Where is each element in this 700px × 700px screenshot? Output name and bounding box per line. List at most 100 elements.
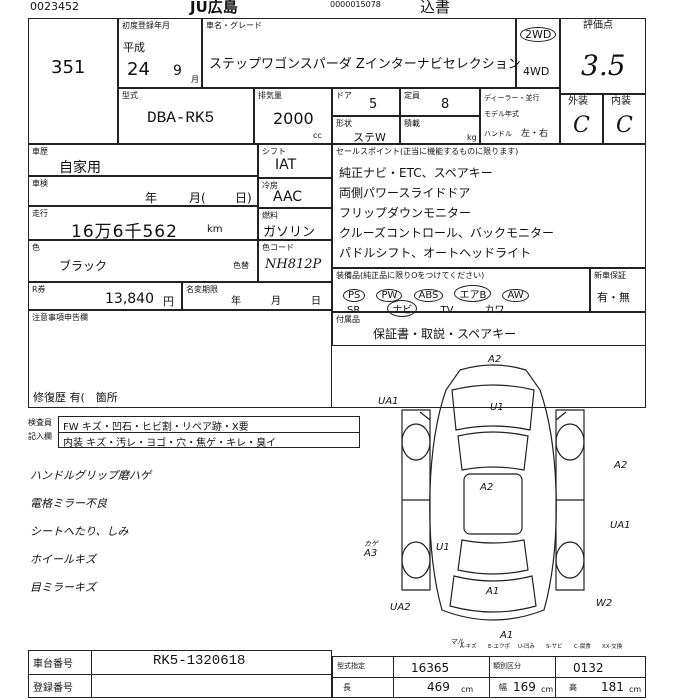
inspector-interior-row: 内装 キズ・汚レ・ヨゴ・穴・焦ゲ・キレ・臭イ bbox=[63, 438, 277, 449]
width-value: 169 bbox=[513, 680, 536, 694]
mileage-box: 走行 16万6千562 km bbox=[28, 206, 258, 242]
length-value: 469 bbox=[427, 680, 450, 694]
equip-ps: PS bbox=[343, 289, 366, 302]
inspector-box: 検査員 記入欄 FW キズ・凹石・ヒビ割・リペア跡・X要 内装 キズ・汚レ・ヨゴ… bbox=[28, 416, 360, 450]
damage-mark: U1 bbox=[490, 402, 504, 413]
equip-airbag: エアB bbox=[454, 285, 492, 302]
chassis-number: RK5-1320618 bbox=[153, 653, 246, 669]
damage-mark: U1 bbox=[436, 542, 450, 553]
notes-box: 注意事項申告欄 修復歴 有( 箇所 bbox=[28, 310, 332, 408]
exterior-grade: C bbox=[573, 113, 590, 138]
grade-score: 3.5 bbox=[581, 49, 626, 82]
equip-abs: ABS bbox=[413, 289, 444, 302]
damage-mark: A3 bbox=[363, 548, 377, 559]
vehicle-name-box: 車名・グレード ステップワゴンスパーダ Zインターナビセレクション bbox=[202, 18, 521, 88]
ac-value: AAC bbox=[273, 189, 303, 205]
sales-point-item: 純正ナビ・ETC、スペアキー bbox=[339, 166, 493, 180]
color-code: NH812P bbox=[265, 257, 322, 272]
ac-box: 冷房 AAC bbox=[258, 178, 332, 208]
drive-4wd: 4WD bbox=[523, 65, 550, 78]
seats: 8 bbox=[441, 97, 450, 112]
body-type: ステW bbox=[353, 131, 386, 144]
damage-mark: マル bbox=[450, 638, 465, 646]
handwritten-note: 電格ミラー不良 bbox=[30, 497, 107, 510]
sales-point-item: パドルシフト、オートヘッドライト bbox=[339, 246, 532, 260]
sales-points-box: セールスポイント(正当に機能するものに限ります) 純正ナビ・ETC、スペアキー … bbox=[332, 144, 646, 268]
legend-item: C-腐食 bbox=[574, 642, 591, 650]
grade-box: 評価点 3.5 bbox=[560, 18, 646, 94]
transfer-deadline-box: 名変期限 年 月 日 bbox=[182, 282, 332, 310]
footer-right-box: 型式指定 16365 類別区分 0132 長 469 cm 幅 169 cm 高… bbox=[332, 656, 646, 698]
handwritten-note: 目ミラーキズ bbox=[30, 581, 96, 594]
accessories-value: 保証書・取説・スペアキー bbox=[373, 327, 517, 341]
load-box: 積載 kg bbox=[400, 116, 480, 144]
sales-point-item: クルーズコントロール、バックモニター bbox=[339, 226, 555, 240]
equip-pw: PW bbox=[376, 289, 403, 302]
model-code: DBA-RK5 bbox=[147, 109, 215, 127]
equipment-box: 装備品(純正品に限りOをつけてください) PS PW ABS エアB AW SR… bbox=[332, 268, 590, 317]
accessories-box: 付属品 保証書・取説・スペアキー bbox=[332, 312, 646, 346]
shift-box: シフト IAT bbox=[258, 144, 332, 178]
mileage-value: 16万6千562 bbox=[71, 222, 178, 242]
vehicle-name: ステップワゴンスパーダ Zインターナビセレクション bbox=[209, 57, 521, 72]
footer-left-box: 車台番号 RK5-1320618 登録番号 bbox=[28, 650, 332, 698]
body-box: 形状 ステW bbox=[332, 116, 400, 144]
height-value: 181 bbox=[601, 680, 624, 694]
dealer-box: ディーラー・並行 モデル年式 ハンドル 左・右 bbox=[480, 88, 560, 144]
interior-grade: C bbox=[616, 113, 633, 138]
damage-mark: A1 bbox=[499, 630, 513, 641]
reg-year: 24 bbox=[127, 59, 150, 80]
tax-box: R券 13,840 円 bbox=[28, 282, 182, 310]
legend-item: U-凹み bbox=[518, 643, 536, 650]
damage-mark: UA1 bbox=[378, 396, 399, 407]
damage-mark: カゲ bbox=[364, 540, 379, 548]
repair-history: 修復歴 有( 箇所 bbox=[33, 391, 118, 404]
auction-name: JU広島 bbox=[190, 0, 238, 16]
new-warranty-box: 新車保証 有・無 bbox=[590, 268, 646, 312]
damage-mark: UA2 bbox=[390, 602, 411, 613]
inspector-fw-row: FW キズ・凹石・ヒビ割・リペア跡・X要 bbox=[63, 422, 249, 433]
seats-box: 定員 8 bbox=[400, 88, 480, 116]
serial-number: 0000015078 bbox=[330, 0, 381, 9]
fuel-box: 燃料 ガソリン bbox=[258, 208, 332, 240]
equip-aw: AW bbox=[502, 289, 529, 302]
equip-navi: ナビ bbox=[387, 300, 418, 317]
handwritten-notes: ハンドルグリップ磨ハゲ 電格ミラー不良 シートへたり、しみ ホイールキズ 目ミラ… bbox=[30, 462, 151, 602]
damage-mark: A1 bbox=[485, 586, 499, 597]
equip-sr: SR bbox=[347, 305, 361, 316]
registration-box: 初度登録年月 平成 24 9 月 bbox=[118, 18, 202, 88]
doors-box: ドア 5 bbox=[332, 88, 400, 116]
class-code: 0132 bbox=[573, 661, 604, 675]
lot-box: 351 bbox=[28, 18, 118, 144]
displacement: 2000 bbox=[273, 109, 314, 128]
usage-box: 車歴 自家用 bbox=[28, 144, 258, 176]
handwritten-note: ハンドルグリップ磨ハゲ bbox=[30, 469, 151, 482]
inspection-box: 車検 年 月( 日) bbox=[28, 176, 258, 206]
color-value: ブラック bbox=[59, 259, 108, 273]
legend-item: E-エクボ bbox=[488, 642, 510, 650]
new-warranty: 有・無 bbox=[597, 291, 630, 304]
damage-mark: A2 bbox=[487, 354, 501, 365]
sheet-suffix: 込書 bbox=[420, 0, 451, 16]
sales-point-item: フリップダウンモニター bbox=[339, 206, 472, 220]
color-box: 色 ブラック 色替 bbox=[28, 240, 258, 282]
fuel-value: ガソリン bbox=[263, 225, 316, 240]
equip-tv: TV bbox=[440, 305, 454, 316]
sales-points-list: 純正ナビ・ETC、スペアキー 両側パワースライドドア フリップダウンモニター ク… bbox=[339, 163, 554, 263]
usage-value: 自家用 bbox=[59, 160, 101, 176]
barcode-number: 0023452 bbox=[30, 0, 79, 13]
drive-2wd: 2WD bbox=[520, 27, 557, 42]
legend-item: S-サビ bbox=[546, 642, 563, 650]
legend-item: XX-交換 bbox=[602, 642, 623, 650]
damage-mark: W2 bbox=[596, 598, 612, 609]
damage-mark: A2 bbox=[479, 482, 493, 493]
handwritten-note: ホイールキズ bbox=[30, 553, 96, 566]
car-damage-diagram: A2 UA1 U1 A2 A2 UA1 カゲ A3 U1 UA2 A1 A1 W… bbox=[363, 354, 631, 650]
interior-grade-box: 内装 C bbox=[603, 94, 646, 144]
exterior-grade-box: 外装 C bbox=[560, 94, 603, 144]
color-code-box: 色コード NH812P bbox=[258, 240, 332, 282]
handle-side: 左・右 bbox=[521, 129, 549, 139]
equip-leather: カワ bbox=[484, 305, 505, 316]
sales-point-item: 両側パワースライドドア bbox=[339, 186, 471, 200]
shift-value: IAT bbox=[275, 157, 297, 173]
